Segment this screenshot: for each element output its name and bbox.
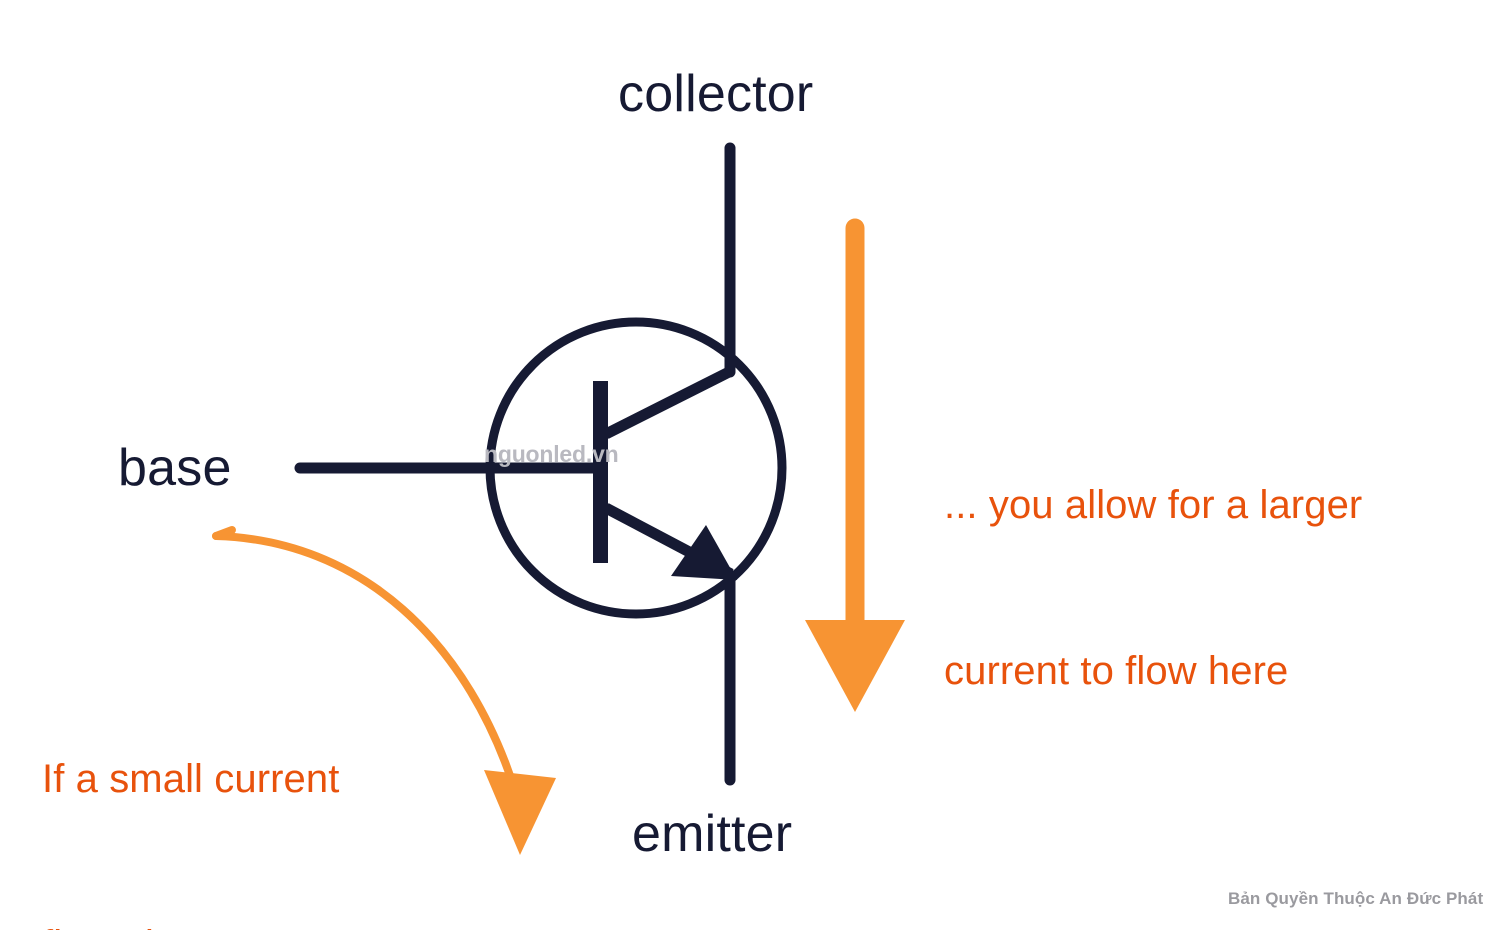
base-label: base bbox=[118, 439, 232, 497]
collector-diagonal bbox=[603, 366, 734, 439]
emitter-label: emitter bbox=[632, 805, 793, 863]
collector-current-arrow-head bbox=[805, 620, 905, 712]
collector-current-annotation-line1: ... you allow for a larger bbox=[944, 483, 1363, 528]
collector-current-annotation-line2: current to flow here bbox=[944, 648, 1289, 693]
collector-label: collector bbox=[618, 65, 814, 123]
base-current-arrow-curve bbox=[212, 532, 522, 804]
base-bar bbox=[593, 381, 608, 563]
base-current-annotation-line2: flows here... bbox=[42, 918, 339, 930]
emitter-arrowhead bbox=[671, 525, 737, 580]
collector-current-annotation: ... you allow for a larger current to fl… bbox=[944, 368, 1362, 810]
base-current-annotation: If a small current flows here... bbox=[42, 642, 339, 930]
base-current-arrow-tail bbox=[212, 526, 236, 540]
base-current-annotation-line1: If a small current bbox=[42, 757, 340, 802]
site-watermark: nguonled.vn bbox=[484, 441, 619, 467]
copyright-notice: Bản Quyền Thuộc An Đức Phát bbox=[1228, 889, 1484, 908]
base-current-arrow-head bbox=[484, 770, 556, 855]
